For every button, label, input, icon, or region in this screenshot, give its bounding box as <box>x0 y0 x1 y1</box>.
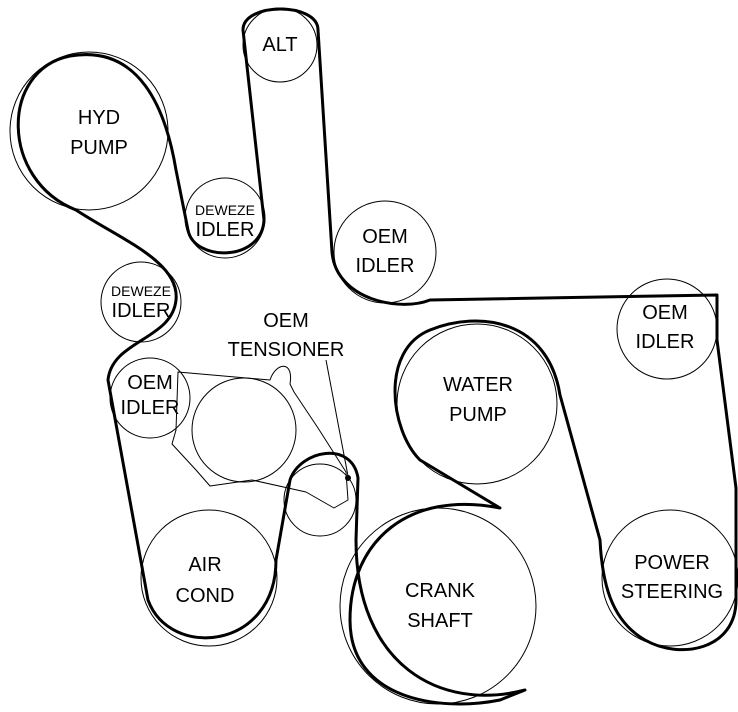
oem-tensioner-label-line1: OEM <box>263 310 309 332</box>
oem-idler-center-label-line1: OEM <box>362 226 408 248</box>
water-pump-label-line1: WATER <box>443 374 513 396</box>
crank-shaft-label-line1: CRANK <box>405 580 476 602</box>
oem-idler-right-label-line1: OEM <box>642 302 688 324</box>
oem-idler-left-label-line1: OEM <box>127 372 173 394</box>
oem-tensioner-leader-line <box>325 359 349 477</box>
serpentine-belt <box>16 7 738 706</box>
power-steering-pulley <box>601 509 738 647</box>
hyd-pump-label-line2: PUMP <box>70 137 128 159</box>
power-steering-label-line2: STEERING <box>621 581 723 603</box>
air-cond-label-line1: AIR <box>188 554 221 576</box>
alt-label: ALT <box>262 34 297 56</box>
oem-idler-right-label-line2: IDLER <box>636 331 695 353</box>
oem-idler-left-label-line2: IDLER <box>121 397 180 419</box>
water-pump-label-line2: PUMP <box>449 404 507 426</box>
crank-shaft-label-line2: SHAFT <box>407 610 473 632</box>
air-cond-label-line2: COND <box>176 585 235 607</box>
hyd-pump-label-line1: HYD <box>78 107 120 129</box>
oem-tensioner-label-line2: TENSIONER <box>228 339 345 361</box>
air-cond-pulley <box>140 509 278 647</box>
power-steering-label-line1: POWER <box>634 552 710 574</box>
tensioner-pivot-dot <box>345 475 351 481</box>
tensioner-main-pulley <box>191 377 297 483</box>
oem-idler-center-label-line2: IDLER <box>356 255 415 277</box>
deweze-idler-lower-label-line1: DEWEZE <box>111 283 171 299</box>
deweze-idler-lower-label-line2: IDLER <box>112 300 171 322</box>
tensioner-bracket <box>171 365 349 509</box>
deweze-idler-upper-label-line1: DEWEZE <box>195 202 255 218</box>
deweze-idler-upper-label-line2: IDLER <box>196 219 255 241</box>
